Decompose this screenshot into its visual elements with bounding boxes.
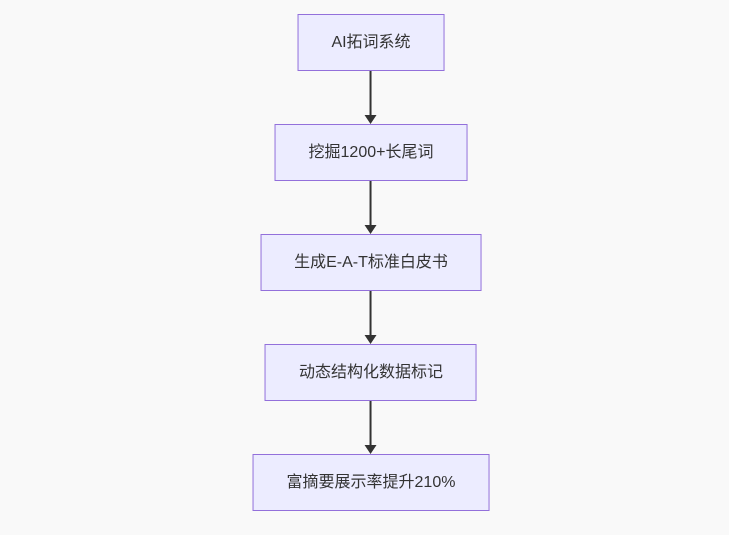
flow-edge-2-3	[365, 181, 377, 234]
flowchart: AI拓词系统 挖掘1200+长尾词 生成E-A-T标准白皮书 动态结构化数据标记	[252, 14, 490, 511]
flow-edge-3-4	[365, 291, 377, 344]
arrowhead-down-icon	[365, 115, 377, 124]
flow-node-label: 生成E-A-T标准白皮书	[294, 253, 448, 271]
arrowhead-down-icon	[365, 335, 377, 344]
flow-node-rich-snippet-result: 富摘要展示率提升210%	[252, 454, 490, 511]
flow-node-eat-whitepaper: 生成E-A-T标准白皮书	[260, 234, 482, 291]
arrow-shaft	[370, 71, 372, 115]
flow-node-ai-keyword-system: AI拓词系统	[297, 14, 445, 71]
flow-node-label: 挖掘1200+长尾词	[308, 143, 434, 161]
flow-node-label: AI拓词系统	[331, 33, 411, 51]
arrowhead-down-icon	[365, 445, 377, 454]
flow-edge-4-5	[365, 401, 377, 454]
flow-node-structured-data: 动态结构化数据标记	[264, 344, 477, 401]
arrow-shaft	[370, 401, 372, 445]
arrowhead-down-icon	[365, 225, 377, 234]
flow-node-label: 动态结构化数据标记	[298, 363, 443, 381]
arrow-shaft	[370, 181, 372, 225]
flow-node-longtail-mining: 挖掘1200+长尾词	[274, 124, 468, 181]
flow-node-label: 富摘要展示率提升210%	[286, 473, 456, 491]
arrow-shaft	[370, 291, 372, 335]
flow-edge-1-2	[365, 71, 377, 124]
